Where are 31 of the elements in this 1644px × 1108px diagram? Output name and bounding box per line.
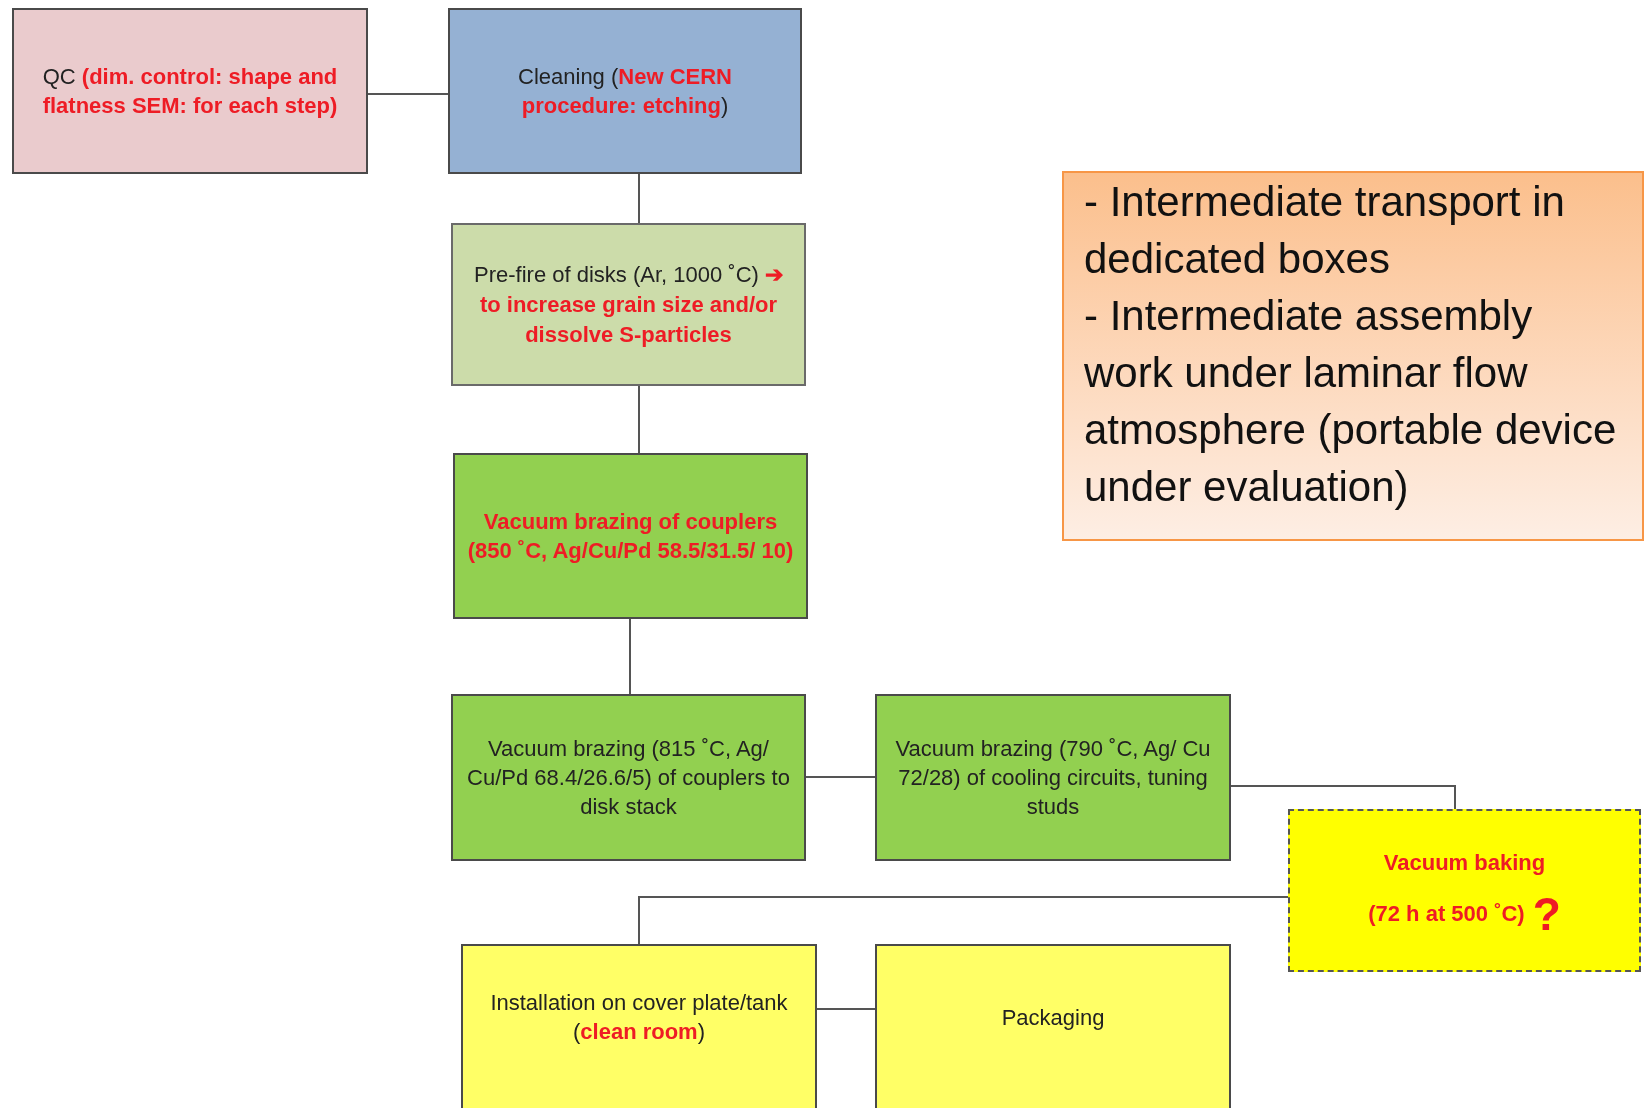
box-text: Cleaning (New CERN procedure: etching)	[517, 63, 733, 120]
box-text: QC (dim. control: shape and flatness SEM: for each step)	[41, 63, 339, 120]
connector-line	[805, 776, 876, 778]
box-text: Pre-fire of disks (Ar, 1000 ˚C) ➔ to increase grain size and/or dissolve S-particles	[473, 260, 784, 349]
box-text: Vacuum brazing (790 ˚C, Ag/ Cu 72/28) of cooling circuits, tuning studs	[894, 735, 1212, 821]
connector-line	[638, 896, 1289, 945]
process-box	[875, 694, 1231, 861]
process-box	[451, 223, 806, 386]
connector-line	[367, 93, 449, 95]
process-box	[453, 453, 808, 619]
box-text: (72 h at 500 ˚C)	[1368, 899, 1525, 928]
process-box	[1288, 809, 1641, 972]
connector-line	[629, 618, 631, 695]
process-box	[448, 8, 802, 174]
box-text: Vacuum brazing (815 ˚C, Ag/ Cu/Pd 68.4/26.6/5) of couplers to disk stack	[466, 735, 791, 821]
connector-line	[638, 385, 640, 454]
process-box	[451, 694, 806, 861]
box-text: Vacuum brazing of couplers (850 ˚C, Ag/Cu/Pd 58.5/31.5/ 10)	[467, 508, 794, 565]
box-text: Vacuum baking	[1382, 848, 1547, 877]
box-text: - Intermediate transport in dedicated boxes	[1084, 177, 1566, 284]
box-text: Installation on cover plate/tank (clean room)	[489, 989, 789, 1046]
connector-line	[816, 1008, 876, 1010]
question-mark: ?	[1532, 893, 1561, 934]
process-box	[461, 944, 817, 1108]
note-box	[1062, 171, 1644, 541]
process-box	[12, 8, 368, 174]
box-text: Packaging	[1001, 1003, 1105, 1032]
connector-line	[1230, 785, 1456, 810]
box-text: - Intermediate assembly work under laminar flow atmosphere (portable device under evaluation)	[1084, 291, 1618, 512]
process-box	[875, 944, 1231, 1108]
connector-line	[638, 173, 640, 224]
